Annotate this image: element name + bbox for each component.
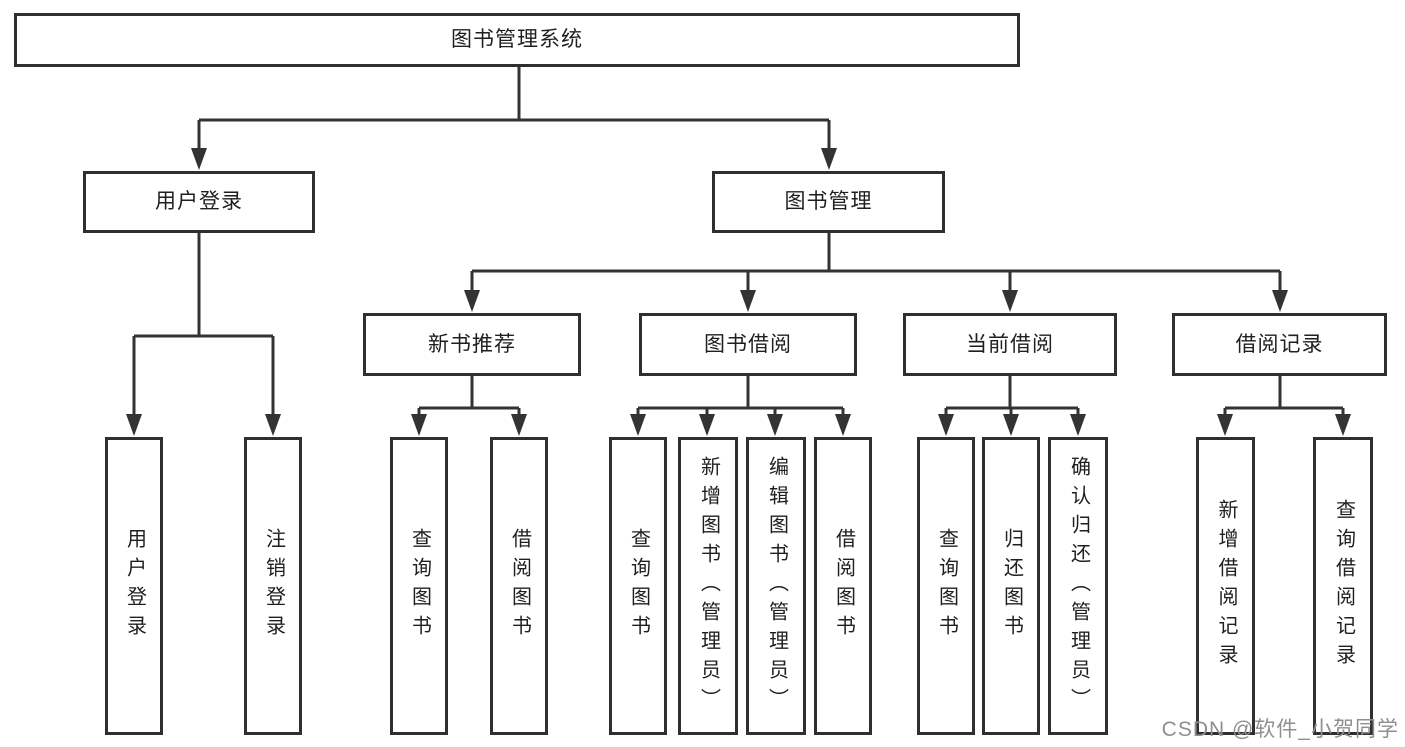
edge-currentborrow-to-leaves [944,376,1080,417]
leaf-newbook-query-label: 查询图书 [408,528,431,644]
arrowhead [1272,290,1288,312]
leaf-borrow-add-label: 新增图书（管理员） [697,455,720,717]
arrowhead [464,290,480,312]
leaf-newbook-borrow-label: 借阅图书 [508,528,531,644]
arrowhead [740,290,756,312]
arrowhead [938,414,954,436]
leaf-current-confirm-label: 确认归还（管理员） [1067,455,1090,717]
node-new-books-label: 新书推荐 [428,332,516,356]
edge-bookborrow-to-leaves [636,376,845,417]
leaf-record-add-label: 新增借阅记录 [1215,499,1237,673]
arrowhead [265,414,281,436]
arrowhead [767,414,783,436]
leaf-current-query-label: 查询图书 [935,528,958,644]
leaf-newbook-borrow: 借阅图书 [490,437,548,735]
leaf-record-query: 查询借阅记录 [1313,437,1373,735]
arrowhead [821,148,837,170]
arrowhead [1335,414,1351,436]
leaf-record-query-label: 查询借阅记录 [1332,499,1355,673]
leaf-current-confirm: 确认归还（管理员） [1048,437,1108,735]
arrowheads [126,148,1351,436]
node-book-mgmt-label: 图书管理 [784,190,873,214]
leaf-current-query: 查询图书 [917,437,975,735]
node-new-books: 新书推荐 [363,313,581,376]
node-user-login: 用户登录 [83,171,315,233]
edge-userlogin-to-leaves [132,233,275,417]
leaf-logout: 注销登录 [244,437,302,735]
arrowhead [1070,414,1086,436]
edge-bookmgmt-to-level2 [470,233,1282,292]
leaf-user-login: 用户登录 [105,437,163,735]
leaf-borrow-borrow-label: 借阅图书 [832,528,855,644]
leaf-borrow-edit: 编辑图书（管理员） [746,437,806,735]
arrowhead [835,414,851,436]
leaf-borrow-query: 查询图书 [609,437,667,735]
edge-root-to-level1 [197,67,831,150]
arrowhead [511,414,527,436]
arrowhead [1217,414,1233,436]
leaf-record-add: 新增借阅记录 [1196,437,1255,735]
arrowhead [126,414,142,436]
edge-newbooks-to-leaves [417,376,521,417]
node-current-borrow: 当前借阅 [903,313,1117,376]
leaf-user-login-label: 用户登录 [123,528,146,644]
arrowhead [1002,290,1018,312]
node-root: 图书管理系统 [14,13,1020,67]
arrowhead [411,414,427,436]
csdn-watermark: CSDN @软件_小贺同学 [1161,718,1399,741]
leaf-newbook-query: 查询图书 [390,437,448,735]
leaf-current-return: 归还图书 [982,437,1040,735]
arrowhead [1003,414,1019,436]
arrowhead [699,414,715,436]
leaf-current-return-label: 归还图书 [1000,528,1023,644]
edge-borrowrecords-to-leaves [1223,376,1345,417]
arrowhead [630,414,646,436]
node-borrow-records-label: 借阅记录 [1235,332,1324,356]
leaf-borrow-edit-label: 编辑图书（管理员） [765,455,788,717]
node-current-borrow-label: 当前借阅 [966,332,1054,356]
node-user-login-label: 用户登录 [155,190,243,214]
leaf-borrow-add: 新增图书（管理员） [678,437,738,735]
node-book-mgmt: 图书管理 [712,171,945,233]
node-root-label: 图书管理系统 [451,28,583,52]
node-borrow-records: 借阅记录 [1172,313,1387,376]
node-book-borrow-label: 图书借阅 [704,332,792,356]
arrowhead [191,148,207,170]
leaf-borrow-query-label: 查询图书 [627,528,650,644]
node-book-borrow: 图书借阅 [639,313,857,376]
leaf-borrow-borrow: 借阅图书 [814,437,872,735]
leaf-logout-label: 注销登录 [262,528,285,644]
